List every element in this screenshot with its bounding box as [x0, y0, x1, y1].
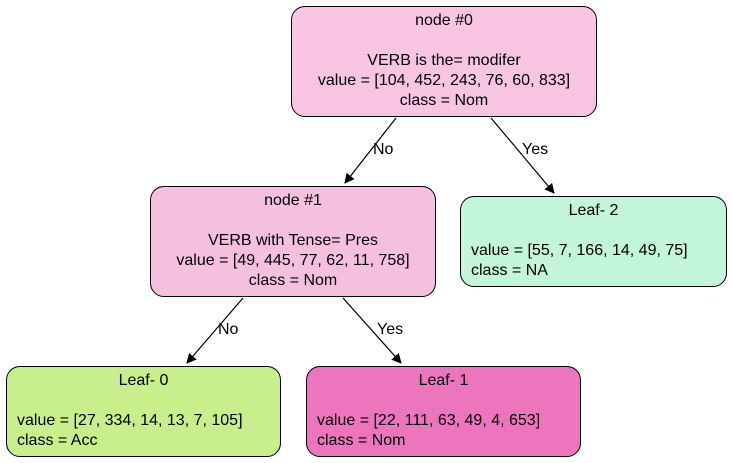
- leaf-node-0: Leaf- 0 value = [27, 334, 14, 13, 7, 105…: [6, 366, 281, 457]
- leaf-node-1: Leaf- 1 value = [22, 111, 63, 49, 4, 653…: [306, 366, 581, 457]
- edge-label-no: No: [218, 321, 239, 338]
- leaf-spacer: [7, 391, 280, 411]
- node-value: value = [104, 452, 243, 76, 60, 833]: [317, 72, 571, 89]
- leaf-title: Leaf- 1: [418, 372, 469, 389]
- leaf-value: value = [27, 334, 14, 13, 7, 105]: [17, 412, 243, 429]
- node-condition: VERB with Tense= Pres: [207, 232, 378, 249]
- leaf-value: value = [22, 111, 63, 49, 4, 653]: [317, 412, 541, 429]
- node-condition: VERB is the= modifer: [367, 52, 521, 69]
- node-title: node #1: [264, 192, 322, 209]
- edge-label-yes: Yes: [377, 321, 404, 338]
- decision-node-0: node #0 VERB is the= modifer value = [10…: [291, 6, 597, 117]
- leaf-spacer: [461, 221, 726, 241]
- edge-label-no: No: [373, 141, 394, 158]
- leaf-class: class = Acc: [17, 432, 98, 449]
- leaf-value: value = [55, 7, 166, 14, 49, 75]: [471, 242, 688, 259]
- node-spacer: [151, 211, 435, 231]
- node-title: node #0: [415, 12, 473, 29]
- leaf-title: Leaf- 2: [568, 202, 619, 219]
- leaf-title: Leaf- 0: [118, 372, 169, 389]
- node-value: value = [49, 445, 77, 62, 11, 758]: [176, 252, 410, 269]
- node-spacer: [292, 31, 596, 51]
- edge-node0-to-leaf2: [490, 117, 555, 194]
- node-class: class = Nom: [248, 272, 338, 289]
- leaf-node-2: Leaf- 2 value = [55, 7, 166, 14, 49, 75]…: [460, 196, 727, 287]
- edge-label-yes: Yes: [522, 141, 549, 158]
- leaf-spacer: [307, 391, 580, 411]
- edge-node1-to-leaf1: [342, 297, 402, 364]
- edge-node1-to-leaf0: [186, 297, 244, 364]
- edge-node0-to-node1: [344, 117, 397, 184]
- decision-node-1: node #1 VERB with Tense= Pres value = [4…: [150, 186, 436, 297]
- node-class: class = Nom: [399, 92, 489, 109]
- leaf-class: class = NA: [471, 262, 548, 279]
- leaf-class: class = Nom: [317, 432, 406, 449]
